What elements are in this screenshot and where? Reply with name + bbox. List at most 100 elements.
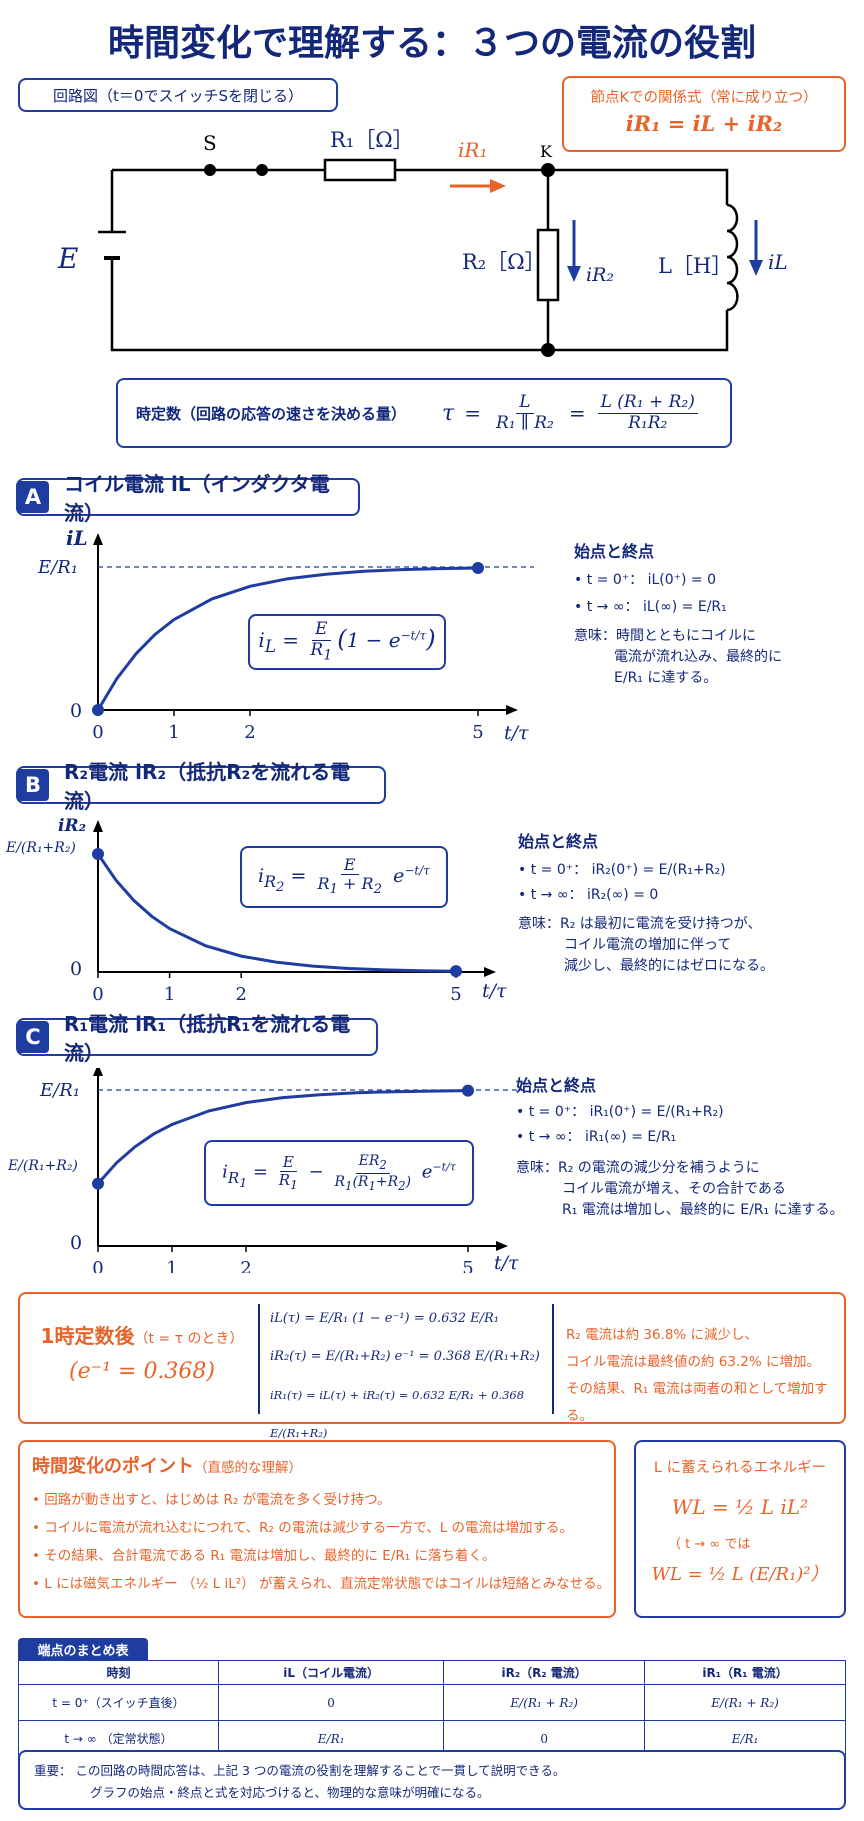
footer-note: 重要： この回路の時間応答は、上記 3 つの電流の役割を理解することで一貫して説… xyxy=(18,1750,846,1810)
x-tick-label: 0 xyxy=(92,722,103,743)
current-ir2-label: iR₂ xyxy=(586,264,614,286)
chart-b-yzero: 0 xyxy=(70,958,83,980)
chart-b-ylabel: iR₂ xyxy=(58,816,87,836)
section-b-title: R₂電流 iR₂（抵抗R₂を流れる電流） xyxy=(16,760,386,813)
section-a-title: コイル電流 iL（インダクタ電流） xyxy=(16,472,360,525)
table-header: iR₂（R₂ 電流） xyxy=(443,1660,646,1685)
side-b-meaning-1: 意味：R₂ は最初に電流を受け持つが、 xyxy=(518,916,762,932)
source-e-label: E xyxy=(58,242,79,275)
start-point xyxy=(92,848,104,860)
chart-c-yzero: 0 xyxy=(70,1232,83,1254)
summary-tab: 端点のまとめ表 xyxy=(18,1638,148,1660)
series-line xyxy=(96,1089,469,1185)
chart-a-ylabel: iL xyxy=(66,526,88,550)
energy-eq2: WL = ½ L (E/R₁)²） xyxy=(651,1564,829,1585)
side-b-meaning-2: コイル電流の増加に伴って xyxy=(564,937,732,953)
one-tau-note-3: その結果、R₁ 電流は両者の和として増加する。 xyxy=(566,1381,828,1424)
x-tick-label: 1 xyxy=(168,722,179,743)
series-line xyxy=(96,853,457,973)
x-axis-arrow xyxy=(496,1241,508,1251)
chart-b-ytop: E/(R₁+R₂) xyxy=(6,840,76,856)
inductor-l-label: L［H］ xyxy=(658,254,733,278)
side-a-end: • t → ∞： iL(∞) = E/R₁ xyxy=(574,599,727,615)
chart-b-xunit: t/τ xyxy=(482,980,507,1002)
energy-box: L に蓄えられるエネルギー WL = ½ L iL² （ t → ∞ では WL… xyxy=(634,1440,846,1618)
x-axis-arrow xyxy=(484,967,496,977)
x-tick-label: 1 xyxy=(164,984,175,1005)
node-relation-formula: iR₁ = iL + iR₂ xyxy=(625,111,783,136)
current-ir1-label: iR₁ xyxy=(458,138,488,162)
points-title: 時間変化のポイント xyxy=(32,1456,194,1477)
switch-label: S xyxy=(203,131,217,155)
x-tick-label: 2 xyxy=(240,1258,251,1273)
side-a-meaning-3: E/R₁ に達する。 xyxy=(614,670,718,686)
energy-cond: （ t → ∞ では xyxy=(668,1537,751,1552)
table-header: 時刻 xyxy=(18,1660,219,1685)
x-tick-label: 5 xyxy=(462,1258,473,1273)
node-relation-title: 節点Kでの関係式（常に成り立つ） xyxy=(590,90,818,106)
chart-c-ymid: E/(R₁+R₂) xyxy=(8,1158,78,1174)
side-a-title: 始点と終点 xyxy=(574,542,655,561)
one-tau-title: 1時定数後 xyxy=(40,1324,135,1348)
end-point xyxy=(472,562,484,575)
start-point xyxy=(92,704,104,716)
end-point xyxy=(450,965,462,978)
section-b-badge: B xyxy=(17,769,49,801)
chart-a-ytop: E/R₁ xyxy=(38,557,78,578)
points-list: • 回路が動き出すと、はじめは R₂ が電流を多く受け持つ。• コイルに電流が流… xyxy=(32,1486,612,1598)
node-relation-box: 節点Kでの関係式（常に成り立つ） iR₁ = iL + iR₂ xyxy=(562,76,846,152)
table-header-row: 時刻 iL（コイル電流） iR₂（R₂ 電流） iR₁（R₁ 電流） xyxy=(18,1660,846,1685)
points-subtitle: （直感的な理解） xyxy=(194,1460,302,1476)
side-b-meaning-3: 減少し、最終的にはゼロになる。 xyxy=(564,958,774,974)
list-item: • その結果、合計電流である R₁ 電流は増加し、最終的に E/R₁ に落ち着く… xyxy=(32,1548,496,1564)
side-a-start: • t = 0⁺： iL(0⁺) = 0 xyxy=(574,572,717,588)
summary-table: 時刻 iL（コイル電流） iR₂（R₂ 電流） iR₁（R₁ 電流） t = 0… xyxy=(18,1660,846,1757)
circuit-label: 回路図（t＝0でスイッチSを閉じる） xyxy=(18,78,338,112)
side-c-meaning-2: コイル電流が増え、その合計である xyxy=(562,1181,786,1197)
section-c-title: R₁電流 iR₁（抵抗R₁を流れる電流） xyxy=(16,1012,378,1065)
chart-c-ytop: E/R₁ xyxy=(40,1080,80,1101)
x-tick-label: 5 xyxy=(450,984,461,1005)
table-header: iR₁（R₁ 電流） xyxy=(644,1660,846,1685)
chart-a-yzero: 0 xyxy=(70,700,83,722)
list-item: • コイルに電流が流れ込むにつれて、R₂ の電流は減少する一方で、L の電流は増… xyxy=(32,1520,574,1536)
points-box: 時間変化のポイント（直感的な理解） • 回路が動き出すと、はじめは R₂ が電流… xyxy=(18,1440,616,1618)
y-axis-arrow xyxy=(93,533,103,545)
energy-eq1: WL = ½ L iL² xyxy=(671,1495,809,1519)
one-tau-value: (e⁻¹ = 0.368) xyxy=(68,1359,216,1384)
table-header: iL（コイル電流） xyxy=(217,1660,445,1685)
one-tau-box: 1時定数後（t = τ のとき） (e⁻¹ = 0.368) iL(τ) = E… xyxy=(18,1292,846,1440)
side-b-end: • t → ∞： iR₂(∞) = 0 xyxy=(518,887,659,903)
y-axis-arrow xyxy=(93,820,103,832)
page-title: 時間変化で理解する：３つの電流の役割 xyxy=(107,23,756,64)
list-item: • L には磁気エネルギー （½ L iL²） が蓄えられ、直流定常状態ではコイ… xyxy=(32,1576,611,1592)
side-c-title: 始点と終点 xyxy=(516,1076,597,1095)
side-b-start: • t = 0⁺： iR₂(0⁺) = E/(R₁+R₂) xyxy=(518,862,726,878)
side-c-start: • t = 0⁺： iR₁(0⁺) = E/(R₁+R₂) xyxy=(516,1104,724,1120)
side-c-meaning-3: R₁ 電流は増加し、最終的に E/R₁ に達する。 xyxy=(562,1202,844,1218)
one-tau-note-2: コイル電流は最終値の約 63.2% に増加。 xyxy=(566,1354,820,1370)
current-il-label: iL xyxy=(768,250,788,274)
side-a-meaning-2: 電流が流れ込み、最終的に xyxy=(614,649,782,665)
side-c: 始点と終点 • t = 0⁺： iR₁(0⁺) = E/(R₁+R₂) • t … xyxy=(516,1074,860,1221)
side-a: 始点と終点 • t = 0⁺： iL(0⁺) = 0 • t → ∞： iL(∞… xyxy=(574,540,854,689)
resistor-r2-label: R₂［Ω］ xyxy=(462,250,546,274)
circuit-diagram xyxy=(98,158,763,357)
end-point xyxy=(462,1084,474,1097)
side-b-title: 始点と終点 xyxy=(518,832,599,851)
side-b: 始点と終点 • t = 0⁺： iR₂(0⁺) = E/(R₁+R₂) • t … xyxy=(518,830,858,977)
side-a-meaning-1: 意味：時間とともにコイルに xyxy=(574,628,756,644)
energy-title: L に蓄えられるエネルギー xyxy=(653,1460,827,1476)
tau-symbol: τ xyxy=(442,400,455,426)
one-tau-eq2: iR₂(τ) = E/(R₁+R₂) e⁻¹ = 0.368 E/(R₁+R₂) xyxy=(270,1349,540,1364)
x-tick-label: 1 xyxy=(166,1258,177,1273)
section-c-badge: C xyxy=(17,1021,49,1053)
y-axis-arrow xyxy=(93,1068,103,1076)
